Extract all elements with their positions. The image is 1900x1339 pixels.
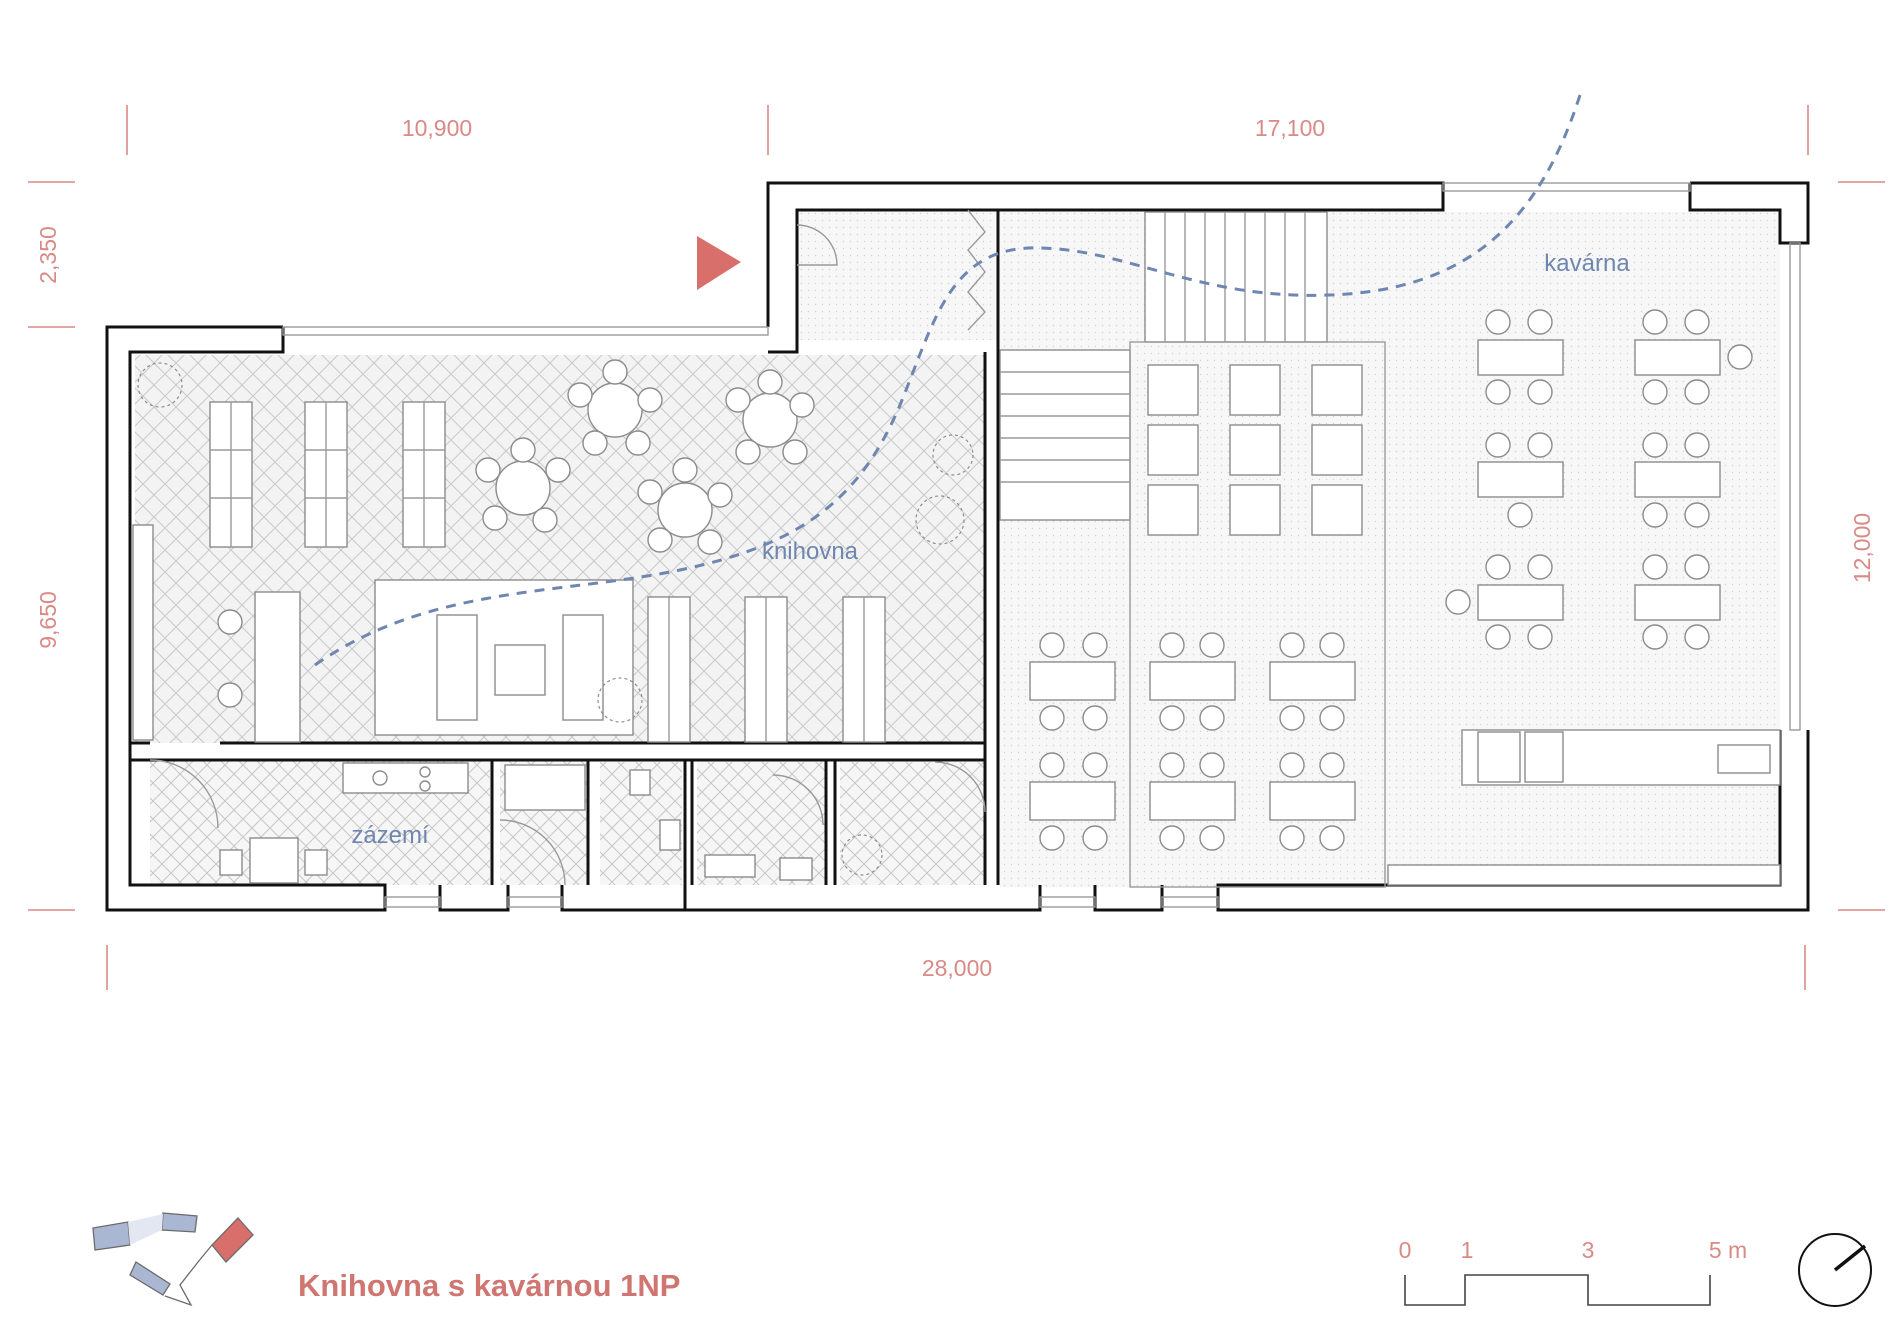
scale-label-3: 3 xyxy=(1582,1237,1595,1263)
dim-left-upper: 2,350 xyxy=(35,226,61,284)
circulation-path xyxy=(314,94,1582,667)
room-label-library: knihovna xyxy=(762,538,859,565)
entrance-door xyxy=(796,209,986,331)
dimension-lines xyxy=(28,105,1885,990)
entrance-arrow-icon xyxy=(697,236,741,290)
dim-right: 12,000 xyxy=(1849,513,1875,583)
library-furniture xyxy=(132,359,974,743)
dim-bottom-total: 28,000 xyxy=(922,955,992,981)
windows xyxy=(282,182,1801,908)
scale-label-1: 1 xyxy=(1461,1237,1474,1263)
staircase xyxy=(999,211,1386,888)
service-furniture xyxy=(149,759,986,886)
room-label-service: zázemí xyxy=(351,822,429,849)
scale-label-0: 0 xyxy=(1399,1237,1412,1263)
room-label-cafe: kavárna xyxy=(1544,250,1630,277)
north-arrow-icon xyxy=(1798,1233,1872,1307)
scale-bar xyxy=(1404,1274,1711,1306)
dim-top-left: 10,900 xyxy=(402,115,472,141)
scale-label-5: 5 m xyxy=(1709,1237,1747,1263)
page-title: Knihovna s kavárnou 1NP xyxy=(298,1268,680,1303)
site-plan-icon xyxy=(92,1212,254,1307)
cafe-furniture xyxy=(1029,309,1781,886)
dim-top-right: 17,100 xyxy=(1255,115,1325,141)
dim-left-lower: 9,650 xyxy=(35,591,61,649)
